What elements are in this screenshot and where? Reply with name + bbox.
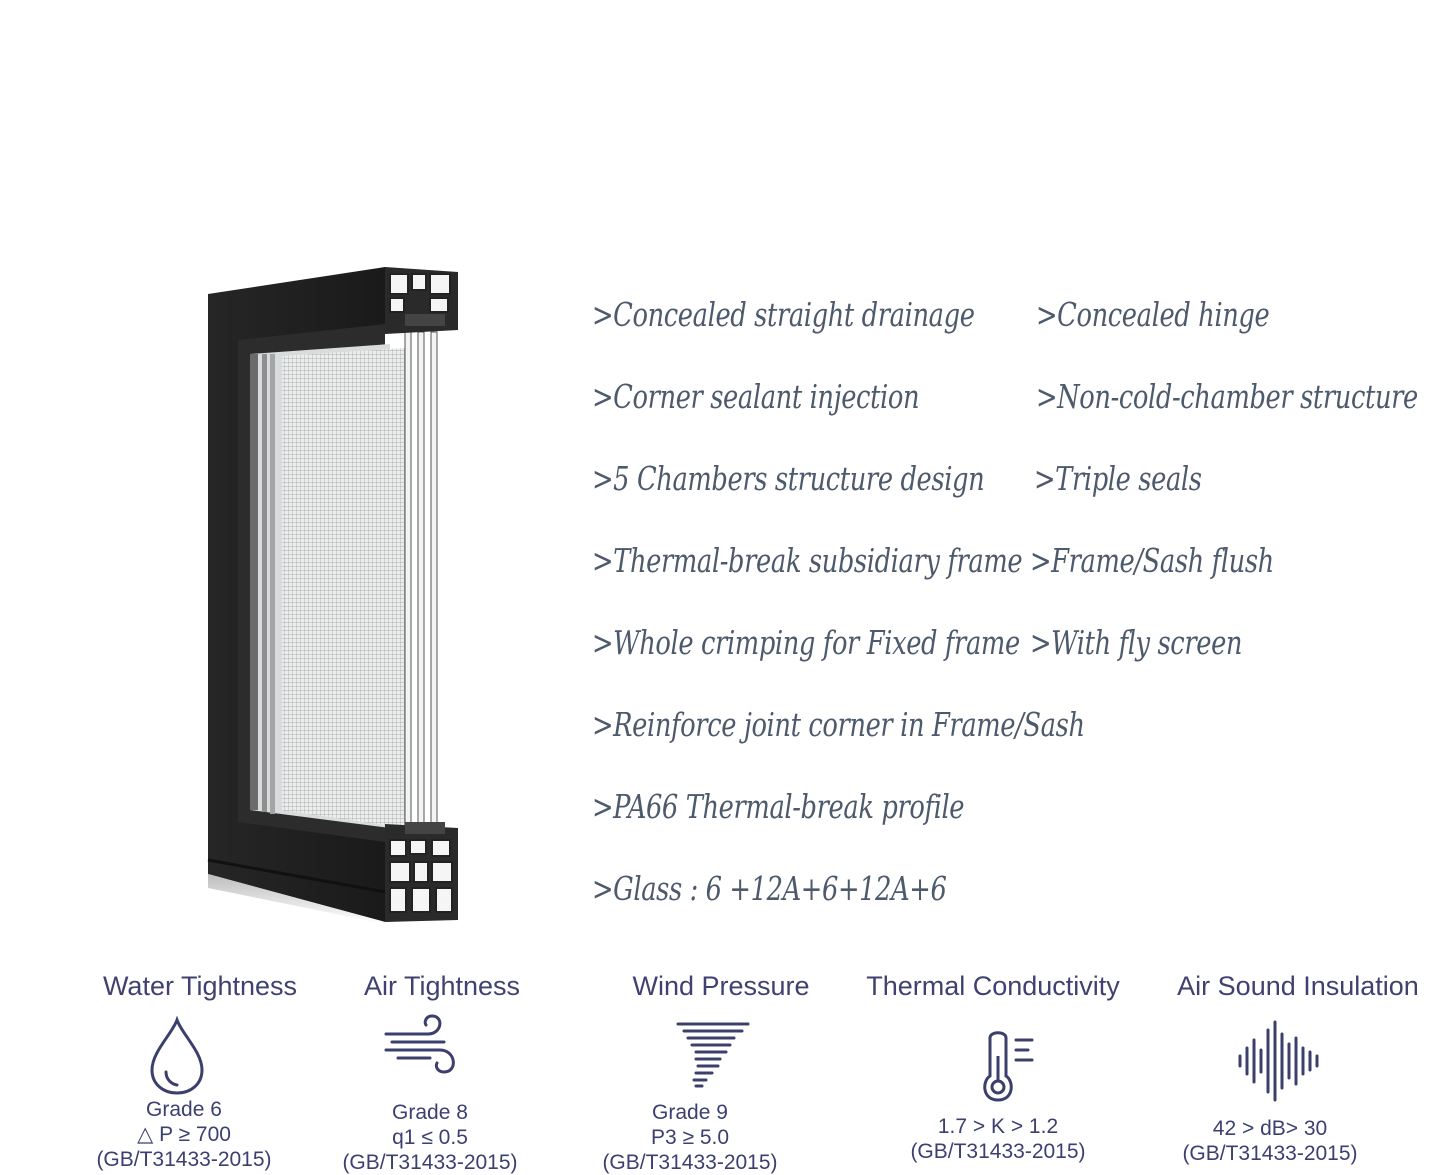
perf-value-line: 1.7 > K > 1.2 (937, 1115, 1059, 1138)
perf-title-wind-pressure: Wind Pressure (632, 971, 810, 1001)
feature-with-fly-screen: >With fly screen (1030, 623, 1243, 662)
feature-5-chambers-structure: >5 Chambers structure design (592, 459, 985, 498)
tornado-icon (676, 1020, 752, 1095)
perf-title-water-tightness: Water Tightness (102, 971, 298, 1001)
perf-value-line: Grade 9 (652, 1101, 728, 1124)
feature-corner-sealant-injection: >Corner sealant injection (592, 377, 920, 416)
perf-value-line: (GB/T31433-2015) (602, 1151, 778, 1174)
perf-value-line: Grade 6 (146, 1098, 222, 1121)
feature-frame-sash-flush: >Frame/Sash flush (1030, 541, 1274, 580)
feature-glass-spec: >Glass : 6 +12A+6+12A+6 (592, 869, 947, 908)
perf-value-line: (GB/T31433-2015) (1182, 1142, 1358, 1165)
feature-concealed-hinge: >Concealed hinge (1036, 295, 1270, 334)
sound-wave-icon (1236, 1020, 1326, 1107)
perf-value-line: (GB/T31433-2015) (96, 1148, 272, 1171)
feature-non-cold-chamber-structure: >Non-cold-chamber structure (1036, 377, 1418, 416)
feature-thermal-break-subsidiary-frame: >Thermal-break subsidiary frame (592, 541, 1023, 580)
perf-title-air-tightness: Air Tightness (363, 971, 521, 1001)
perf-values-thermal-conductivity: 1.7 > K > 1.2 (GB/T31433-2015) (888, 1114, 1108, 1164)
perf-value-line: q1 ≤ 0.5 (392, 1126, 468, 1149)
perf-values-water-tightness: Grade 6 △ P ≥ 700 (GB/T31433-2015) (74, 1097, 294, 1172)
feature-triple-seals: >Triple seals (1034, 459, 1202, 498)
perf-title-air-sound-insulation: Air Sound Insulation (1177, 971, 1419, 1001)
perf-value-line: △ P ≥ 700 (137, 1123, 231, 1146)
perf-values-wind-pressure: Grade 9 P3 ≥ 5.0 (GB/T31433-2015) (580, 1100, 800, 1175)
wind-icon (382, 1012, 462, 1083)
perf-title-thermal-conductivity: Thermal Conductivity (866, 971, 1120, 1001)
perf-values-air-tightness: Grade 8 q1 ≤ 0.5 (GB/T31433-2015) (320, 1100, 540, 1175)
thermometer-icon (976, 1026, 1040, 1109)
perf-value-line: (GB/T31433-2015) (342, 1151, 518, 1174)
perf-value-line: 42 > dB> 30 (1212, 1117, 1328, 1140)
window-cross-section-image (200, 262, 465, 924)
perf-value-line: P3 ≥ 5.0 (650, 1126, 730, 1149)
perf-values-air-sound-insulation: 42 > dB> 30 (GB/T31433-2015) (1160, 1116, 1380, 1166)
perf-value-line: (GB/T31433-2015) (910, 1140, 1086, 1163)
water-drop-icon (146, 1015, 208, 1101)
feature-whole-crimping-fixed-frame: >Whole crimping for Fixed frame (592, 623, 1020, 662)
feature-reinforce-joint-corner: >Reinforce joint corner in Frame/Sash (592, 705, 1085, 744)
feature-concealed-straight-drainage: >Concealed straight drainage (592, 295, 975, 334)
perf-value-line: Grade 8 (392, 1101, 468, 1124)
feature-pa66-thermal-break-profile: >PA66 Thermal-break profile (592, 787, 965, 826)
